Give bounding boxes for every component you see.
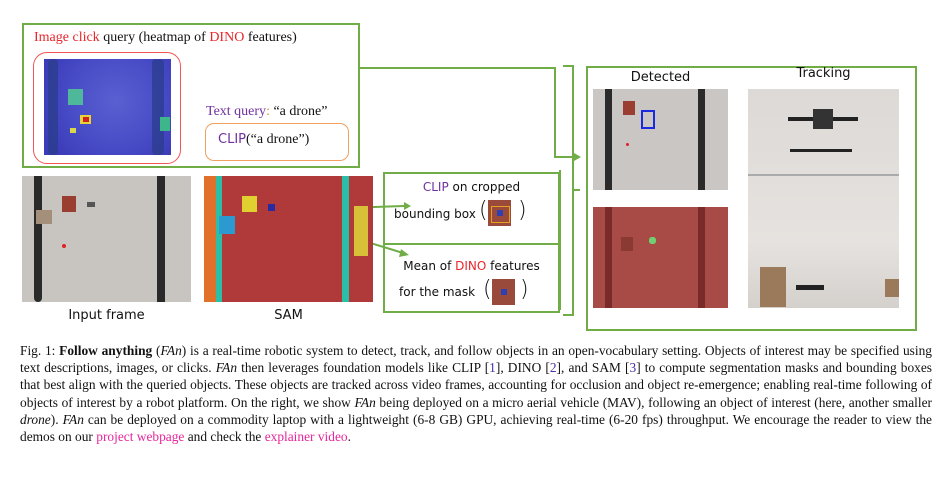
sam-segmentation-image [204,176,373,302]
clip-text-box [205,123,349,161]
grouping-brace [563,65,580,316]
detected-frame-image [593,89,728,190]
tracking-label: Tracking [796,66,851,81]
query-panel [22,23,360,168]
feature-divider [383,243,560,245]
project-webpage-link[interactable]: project webpage [96,429,185,445]
citation-link[interactable]: 2 [549,360,557,376]
tracking-drone-image [748,89,899,308]
detection-bounding-box [641,110,655,129]
figure-number: Fig. 1: [20,343,60,358]
image-click-title: Image click query (heatmap of DINO featu… [34,30,297,45]
explainer-video-link[interactable]: explainer video [264,429,348,445]
query-to-results-connector [360,67,574,158]
close-paren: ) [518,198,527,223]
caption-title: Follow anything [59,343,153,358]
detected-mask-image [593,207,728,308]
connector-arrowhead [574,153,581,161]
results-panel [586,66,917,331]
clip-crop-text-line2: bounding box [394,207,476,221]
cropped-bbox-thumbnail [488,200,511,226]
close-paren: ) [520,277,529,302]
open-paren: ( [483,277,492,302]
input-frame-label: Input frame [68,308,145,323]
detected-label: Detected [630,70,691,85]
sam-label: SAM [274,308,303,323]
clip-text-expression: CLIP(“a drone”) [218,132,310,147]
citation-link[interactable]: 1 [489,360,496,376]
dino-heatmap-image [44,59,171,155]
dino-mask-text-line1: Mean of DINO features [403,259,540,273]
input-frame-image [22,176,191,302]
image-click-frame [33,52,181,164]
clip-crop-text-line1: CLIP on cropped [422,180,521,194]
mask-thumbnail [492,279,515,305]
dino-mask-text-line2: for the mask [399,285,476,299]
citation-link[interactable]: 3 [629,360,637,376]
text-query-label: Text query: “a drone” [206,104,328,119]
open-paren: ( [479,198,488,223]
feature-panel [383,172,560,313]
figure-caption: Fig. 1: Follow anything (FAn) is a real-… [20,343,932,445]
